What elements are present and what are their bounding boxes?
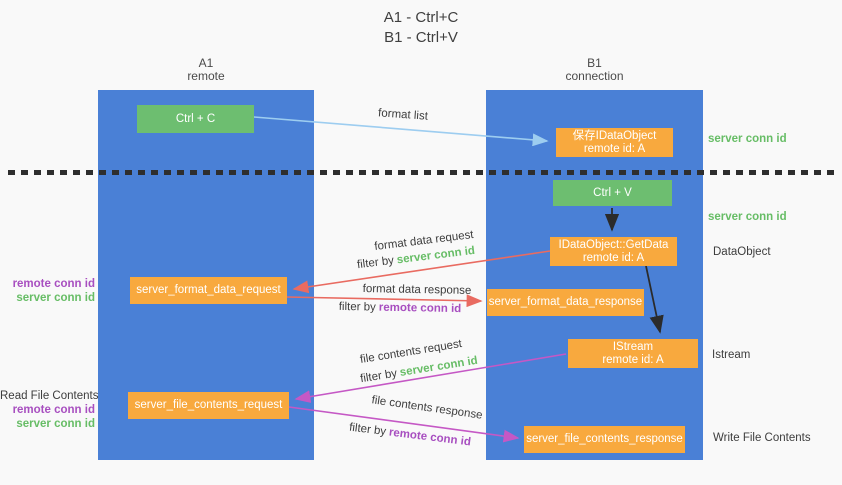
lane-header-b1: B1 connection [486,57,703,83]
annotation-server-conn-id-mid-left: server conn id [16,292,95,304]
arrow-getdata-to-istream [645,265,664,334]
lane-a1-id: A1 [198,56,214,70]
node-getdata-line1: IDataObject::GetData [558,238,669,251]
node-istream: IStream remote id: A [568,339,698,368]
annotation-read-file-contents: Read File Contents [0,390,99,402]
node-server-file-contents-request: server_file_contents_request [128,392,289,419]
node-server-format-data-request: server_format_data_request [130,277,287,304]
annotation-server-conn-id-mid: server conn id [708,211,787,223]
node-ctrl-v: Ctrl + V [553,180,672,206]
remote-conn-id-keyword: remote conn id [378,301,462,316]
title-line-2: B1 - Ctrl+V [384,29,458,46]
lane-b1-role: connection [565,69,624,83]
node-file-response-label: server_file_contents_response [526,433,683,445]
lane-b1-id: B1 [587,56,602,70]
annotation-istream: Istream [712,349,751,361]
arrow-file-contents-request [294,353,567,403]
arrow-file-contents-response [288,406,520,443]
node-file-request-label: server_file_contents_request [134,399,283,411]
label-format-data-response: format data response [362,283,472,297]
node-ctrl-c-label: Ctrl + C [175,112,216,125]
diagram-title: A1 - Ctrl+C B1 - Ctrl+V [0,8,842,48]
node-ctrl-c: Ctrl + C [137,105,254,133]
session-divider-dotted-line [8,170,834,175]
node-format-request-label: server_format_data_request [136,284,281,296]
annotation-write-file-contents: Write File Contents [713,432,811,444]
node-save-idataobject-line1: 保存IDataObject [572,129,657,142]
annotation-server-conn-id-top: server conn id [708,133,787,145]
title-line-1: A1 - Ctrl+C [383,9,459,26]
node-format-response-label: server_format_data_response [488,296,643,308]
node-save-idataobject: 保存IDataObject remote id: A [556,128,673,157]
annotation-dataobject: DataObject [713,246,771,258]
arrow-format-list [253,116,549,147]
node-ctrl-v-label: Ctrl + V [593,186,632,199]
filter-by-text: filter by [338,300,376,314]
annotation-server-conn-id-bottom: server conn id [16,418,95,430]
node-istream-line2: remote id: A [602,353,664,366]
node-save-idataobject-line2: remote id: A [583,142,646,155]
node-server-file-contents-response: server_file_contents_response [524,426,685,453]
annotation-left-bottom-block: Read File Contents remote conn id server… [0,389,99,431]
arrow-format-data-response [286,294,483,308]
node-istream-line1: IStream [612,340,654,353]
lane-header-a1: A1 remote [98,57,314,83]
arrow-format-data-request [292,250,551,294]
annotation-remote-conn-id-bottom: remote conn id [12,404,95,416]
node-idataobject-getdata: IDataObject::GetData remote id: A [550,237,677,266]
lane-a1-role: remote [187,69,225,83]
node-getdata-line2: remote id: A [582,251,645,264]
annotation-remote-conn-id-mid: remote conn id [12,278,95,290]
annotation-left-mid-block: remote conn id server conn id [0,277,95,305]
node-server-format-data-response: server_format_data_response [487,289,644,316]
